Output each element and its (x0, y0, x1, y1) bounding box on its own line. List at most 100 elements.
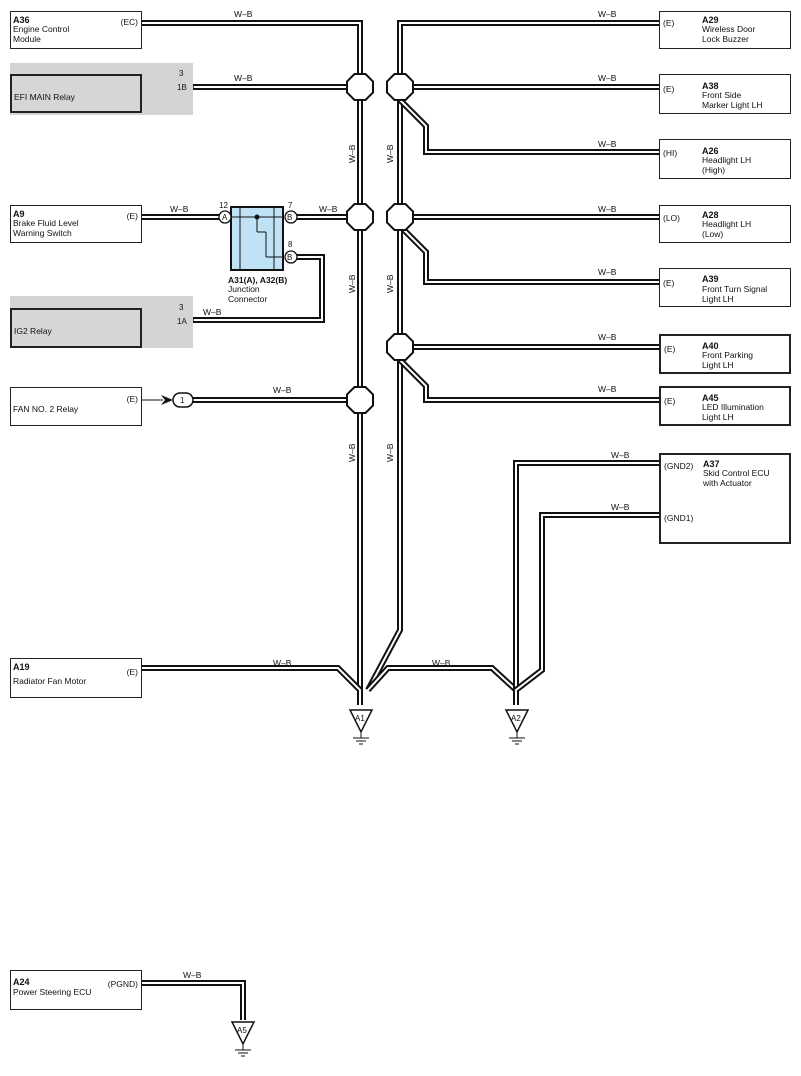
wire-label: W–B (598, 204, 617, 214)
wire-label: W–B (234, 73, 253, 83)
component-name: Radiator Fan Motor (13, 676, 87, 686)
ig2-connector-label: 1A (177, 317, 187, 326)
wire-label: W–B (183, 970, 202, 980)
ground-icon (230, 1021, 256, 1046)
component-name: Front Turn Signal Light LH (702, 284, 768, 304)
pin-terminal (284, 250, 298, 264)
component-name: Skid Control ECU with Actuator (703, 468, 770, 488)
wire-label-vertical: W–B (385, 443, 395, 462)
junction-pin-8: 8 (288, 240, 293, 249)
junction-pin-b2: B (287, 253, 293, 262)
wire-label: W–B (273, 658, 292, 668)
component-code: A36 (13, 15, 30, 25)
wire-label: W–B (319, 204, 338, 214)
wire-label-vertical: W–B (385, 274, 395, 293)
component-name: IG2 Relay (14, 326, 52, 336)
splice-point (386, 333, 414, 361)
pin-label: (E) (663, 278, 675, 288)
component-efi-main-relay: EFI MAIN Relay (10, 74, 142, 113)
pin-label: (E) (664, 344, 676, 354)
wire-label: W–B (598, 9, 617, 19)
wire-label: W–B (598, 384, 617, 394)
component-a38: (E) A38 Front Side Marker Light LH (659, 74, 791, 114)
pin-label-2: (GND1) (664, 513, 694, 523)
fan-connector-label: 1 (180, 396, 185, 405)
ground-a1-label: A1 (355, 714, 365, 723)
component-fan-no2-relay: FAN NO. 2 Relay (E) (10, 387, 142, 426)
wire-label: W–B (234, 9, 253, 19)
component-ig2-relay: IG2 Relay (10, 308, 142, 348)
ground-a5-label: A5 (237, 1026, 247, 1035)
wire-label-vertical: W–B (347, 144, 357, 163)
component-code: A40 (702, 341, 719, 351)
component-a36: A36 Engine Control Module (EC) (10, 11, 142, 49)
wire-label: W–B (598, 139, 617, 149)
splice-point (386, 73, 414, 101)
pin-label: (E) (664, 396, 676, 406)
component-a28: (LO) A28 Headlight LH (Low) (659, 205, 791, 243)
junction-pin-b1: B (287, 213, 293, 222)
component-a24: A24 Power Steering ECU (PGND) (10, 970, 142, 1010)
ground-a2-label: A2 (511, 714, 521, 723)
wire-label-vertical: W–B (385, 144, 395, 163)
ground-icon (348, 709, 374, 734)
splice-point (346, 386, 374, 414)
component-code: A26 (702, 146, 719, 156)
wire-label-vertical: W–B (347, 443, 357, 462)
pin-label: (E) (126, 394, 138, 404)
splice-point (346, 203, 374, 231)
component-name: Front Side Marker Light LH (702, 90, 763, 110)
junction-pin-7: 7 (288, 201, 293, 210)
arrow-icon (161, 395, 173, 405)
splice-point (346, 73, 374, 101)
wire-label: W–B (598, 73, 617, 83)
component-code: A29 (702, 15, 719, 25)
component-code: A38 (702, 81, 719, 91)
wire-label: W–B (611, 502, 630, 512)
component-name: Headlight LH (High) (702, 155, 752, 175)
pin-label: (GND2) (664, 461, 694, 471)
pin-label: (E) (663, 84, 675, 94)
component-name: LED Illumination Light LH (702, 402, 764, 422)
component-name: Brake Fluid Level Warning Switch (13, 218, 79, 238)
pin-label: (HI) (663, 148, 678, 158)
component-code: A37 (703, 459, 720, 469)
pin-label: (PGND) (107, 979, 138, 989)
wire-label: W–B (611, 450, 630, 460)
wire-label: W–B (432, 658, 451, 668)
ground-icon (504, 709, 530, 734)
component-name: Wireless Door Lock Buzzer (702, 24, 756, 44)
pin-label: (E) (663, 18, 675, 28)
pin-label: (EC) (120, 17, 138, 27)
component-a39: (E) A39 Front Turn Signal Light LH (659, 268, 791, 307)
ig2-pin-number: 3 (179, 303, 184, 312)
wire-label: W–B (203, 307, 222, 317)
component-a9: A9 Brake Fluid Level Warning Switch (E) (10, 205, 142, 243)
wire-label: W–B (273, 385, 292, 395)
component-code: A39 (702, 274, 719, 284)
component-a40: (E) A40 Front Parking Light LH (659, 334, 791, 374)
efi-pin-number: 3 (179, 69, 184, 78)
pin-terminal (284, 210, 298, 224)
wire-label: W–B (170, 204, 189, 214)
component-a26: (HI) A26 Headlight LH (High) (659, 139, 791, 179)
pin-label: (LO) (663, 213, 680, 223)
junction-pin-12: 12 (219, 201, 228, 210)
component-name: Front Parking Light LH (702, 350, 754, 370)
junction-pin-a: A (222, 213, 228, 222)
component-code: A45 (702, 393, 719, 403)
component-name: Power Steering ECU (13, 987, 92, 997)
junction-code: A31(A), A32(B) (228, 275, 288, 285)
pin-label: (E) (126, 211, 138, 221)
junction-name: Junction Connector (228, 284, 268, 304)
wire-label-vertical: W–B (347, 274, 357, 293)
component-a37: (GND2) (GND1) A37 Skid Control ECU with … (659, 453, 791, 544)
efi-connector-label: 1B (177, 83, 187, 92)
pin-terminal (218, 210, 232, 224)
pin-label: (E) (126, 667, 138, 677)
wire-label: W–B (598, 332, 617, 342)
component-code: A28 (702, 210, 719, 220)
component-a45: (E) A45 LED Illumination Light LH (659, 386, 791, 426)
component-a19: A19 Radiator Fan Motor (E) (10, 658, 142, 698)
